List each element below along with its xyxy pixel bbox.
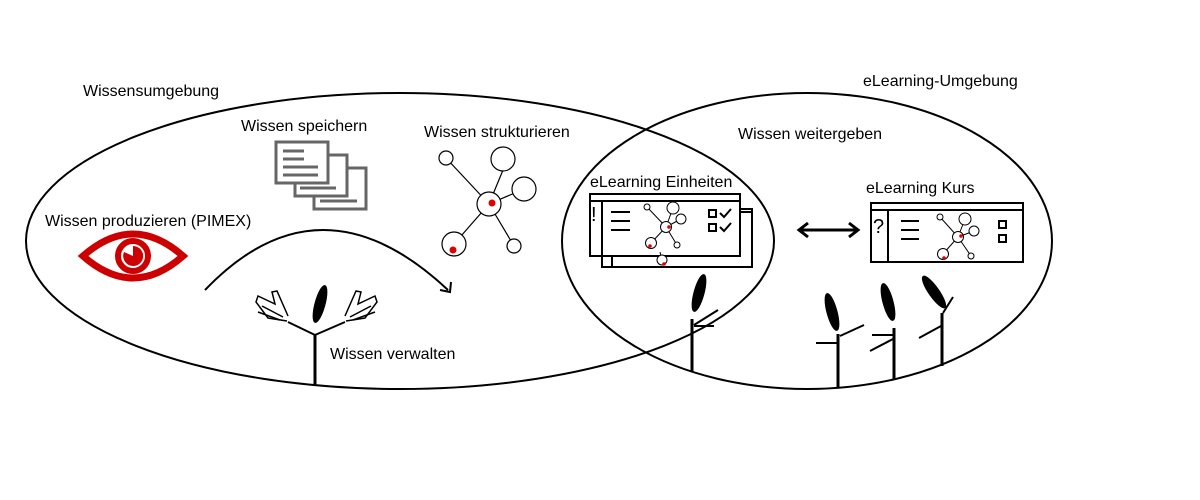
store-knowledge-label: Wissen speichern <box>241 118 368 135</box>
elearning-course-label: eLearning Kurs <box>866 180 975 197</box>
elearning-environment-ellipse <box>561 92 1053 390</box>
list-lines-icon <box>611 211 630 231</box>
bidirectional-arrow-icon <box>796 221 861 239</box>
knowledge-environment-label: Wissensumgebung <box>83 83 220 100</box>
course-boxes-icon <box>998 220 1007 243</box>
manage-knowledge-label: Wissen verwalten <box>330 346 456 363</box>
learner-figure <box>690 274 719 372</box>
knowledge-environment-ellipse <box>25 92 775 390</box>
course-list-lines-icon <box>901 220 919 240</box>
share-knowledge-label: Wissen weitergeben <box>738 126 883 143</box>
learner-figure <box>918 275 954 366</box>
learner-figure <box>816 293 865 388</box>
mini-network-icon <box>643 201 687 266</box>
person-with-hands-icon <box>255 285 378 385</box>
course-mini-network-icon <box>936 212 980 260</box>
documents-stack-icon <box>274 140 368 211</box>
structure-knowledge-label: Wissen strukturieren <box>424 124 570 141</box>
exclamation-icon: ! <box>591 204 597 226</box>
elearning-units-label: eLearning Einheiten <box>590 174 733 191</box>
eye-icon <box>77 230 189 282</box>
checklist-icon <box>708 208 732 233</box>
produce-knowledge-label: Wissen produzieren (PIMEX) <box>45 213 252 230</box>
learner-figure <box>869 283 896 380</box>
network-graph-icon <box>438 146 537 257</box>
question-icon: ? <box>873 216 885 238</box>
curved-arrow-icon <box>204 229 452 294</box>
elearning-environment-label: eLearning-Umgebung <box>863 73 1018 90</box>
